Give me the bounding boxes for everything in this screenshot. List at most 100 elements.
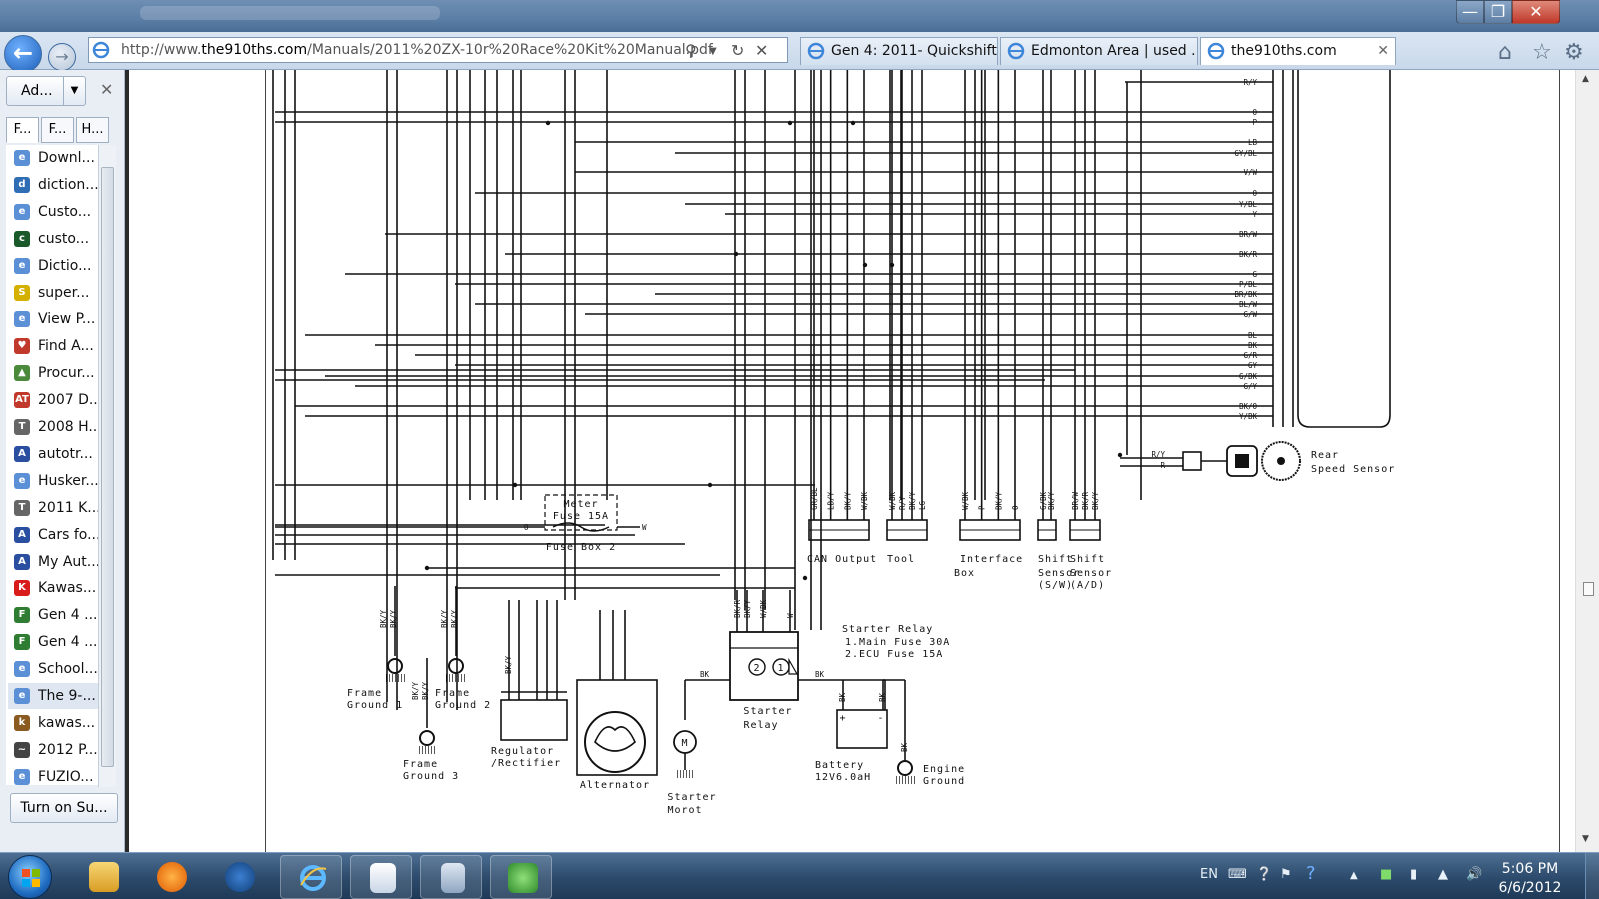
- fuse-box-outline: [544, 494, 618, 531]
- wire-code-label: LB/Y: [827, 491, 836, 510]
- minimize-button[interactable]: —: [1456, 0, 1484, 24]
- favorite-label: View P...: [38, 311, 96, 328]
- close-window-button[interactable]: ✕: [1512, 0, 1560, 24]
- clock-time[interactable]: 5:06 PM: [1501, 861, 1559, 877]
- taskbar-internet-explorer[interactable]: [280, 855, 342, 899]
- volume-icon[interactable]: 🔊: [1466, 867, 1483, 882]
- regulator-label: Regulator: [491, 746, 554, 757]
- wire-code-label: GY: [1248, 361, 1258, 370]
- sidebar-close-icon[interactable]: ✕: [100, 80, 114, 99]
- favorites-star-icon[interactable]: ☆: [1532, 40, 1552, 65]
- tab-feeds[interactable]: F...: [41, 117, 74, 143]
- scroll-down-icon[interactable]: ▼: [1582, 834, 1589, 844]
- ground-label: Ground 2: [435, 700, 491, 711]
- wire-code-label: BK: [815, 670, 825, 679]
- question-icon[interactable]: ?: [1306, 863, 1316, 884]
- maximize-button[interactable]: ❐: [1484, 0, 1512, 24]
- tab-close-icon[interactable]: ✕: [1377, 43, 1389, 59]
- keyboard-icon[interactable]: ⌨: [1228, 867, 1247, 882]
- sidebar-tab-label: F...: [48, 122, 67, 137]
- fuse-number: 1: [777, 663, 784, 674]
- turn-on-suggested-sites-button[interactable]: Turn on Su...: [10, 793, 118, 823]
- wiring-diagram: R/YOPLBGY/BLV/WOY/BLYBR/WBK/RGP/BLBR/BKB…: [272, 70, 1395, 816]
- wire-code-label: G/R: [1243, 351, 1257, 360]
- tab-favorites[interactable]: F...: [6, 117, 39, 143]
- taskbar-calculator[interactable]: [420, 855, 482, 899]
- address-bar[interactable]: http://www.the910ths.com/Manuals/2011%20…: [88, 37, 788, 63]
- stop-icon[interactable]: ✕: [755, 41, 769, 60]
- starter-relay-caption: Starter: [743, 706, 792, 717]
- scrollbar-thumb[interactable]: [1583, 582, 1594, 596]
- back-button[interactable]: ←: [4, 35, 42, 73]
- taskbar-network[interactable]: [490, 855, 552, 899]
- security-icon[interactable]: ■: [1380, 867, 1393, 882]
- taskbar-document[interactable]: [350, 855, 412, 899]
- chevron-up-icon[interactable]: ▲: [1350, 870, 1358, 881]
- scrollbar-thumb[interactable]: [101, 167, 114, 767]
- autotrader-icon: A: [14, 445, 30, 462]
- show-desktop-button[interactable]: [1585, 853, 1599, 899]
- tab-the910ths[interactable]: the910ths.com ✕: [1200, 37, 1396, 65]
- add-to-favorites-button[interactable]: Ad... ▼: [6, 76, 86, 106]
- wire-code-label: BK/R: [1081, 491, 1090, 510]
- tab-edmonton-area[interactable]: Edmonton Area | used ...: [1000, 37, 1198, 65]
- sensor-label: Speed Sensor: [1311, 464, 1395, 475]
- scroll-up-icon[interactable]: ▲: [1582, 74, 1589, 84]
- taskbar-explorer[interactable]: [72, 855, 134, 899]
- tab-history[interactable]: H...: [76, 117, 109, 143]
- tab-gen4-quickshift[interactable]: Gen 4: 2011- Quickshift...: [800, 37, 998, 65]
- chevron-down-icon[interactable]: ▼: [709, 46, 717, 57]
- clock-date[interactable]: 6/6/2012: [1498, 880, 1562, 896]
- favorite-item[interactable]: ~2012 P...: [8, 737, 102, 763]
- ground-label: Engine: [923, 764, 965, 775]
- favorite-item[interactable]: ▲Procur...: [8, 360, 102, 386]
- gear-icon[interactable]: ⚙: [1564, 40, 1584, 65]
- wire-code-label: V/W: [1243, 168, 1257, 177]
- ie-page-icon: e: [14, 203, 30, 220]
- home-icon[interactable]: ⌂: [1498, 40, 1512, 65]
- ground-hatch: [895, 776, 915, 784]
- battery-icon[interactable]: ▮: [1410, 867, 1418, 882]
- language-indicator[interactable]: EN: [1200, 867, 1218, 882]
- flag-icon[interactable]: ⚑: [1280, 867, 1292, 882]
- taskbar-hp[interactable]: [208, 855, 270, 899]
- search-icon[interactable]: ⚲: [685, 41, 697, 60]
- document-icon: [370, 863, 396, 893]
- start-button[interactable]: [8, 855, 52, 899]
- forward-button[interactable]: →: [48, 43, 76, 71]
- sidebar-scrollbar[interactable]: [98, 145, 116, 787]
- favorite-item[interactable]: ♥Find A...: [8, 333, 102, 359]
- favorite-label: Cars fo...: [38, 526, 101, 543]
- address-text[interactable]: http://www.the910ths.com/Manuals/2011%20…: [121, 42, 713, 58]
- help-icon[interactable]: ❔: [1256, 867, 1273, 882]
- battery-label: 12V6.0aH: [815, 772, 871, 783]
- document-scrollbar[interactable]: ▲ ▼: [1575, 70, 1599, 852]
- chevron-down-icon[interactable]: ▼: [63, 77, 85, 105]
- refresh-icon[interactable]: ↻: [731, 41, 745, 60]
- alternator-housing: [576, 679, 658, 776]
- signal-icon[interactable]: ▲: [1438, 867, 1448, 882]
- taskbar-media-player[interactable]: [140, 855, 202, 899]
